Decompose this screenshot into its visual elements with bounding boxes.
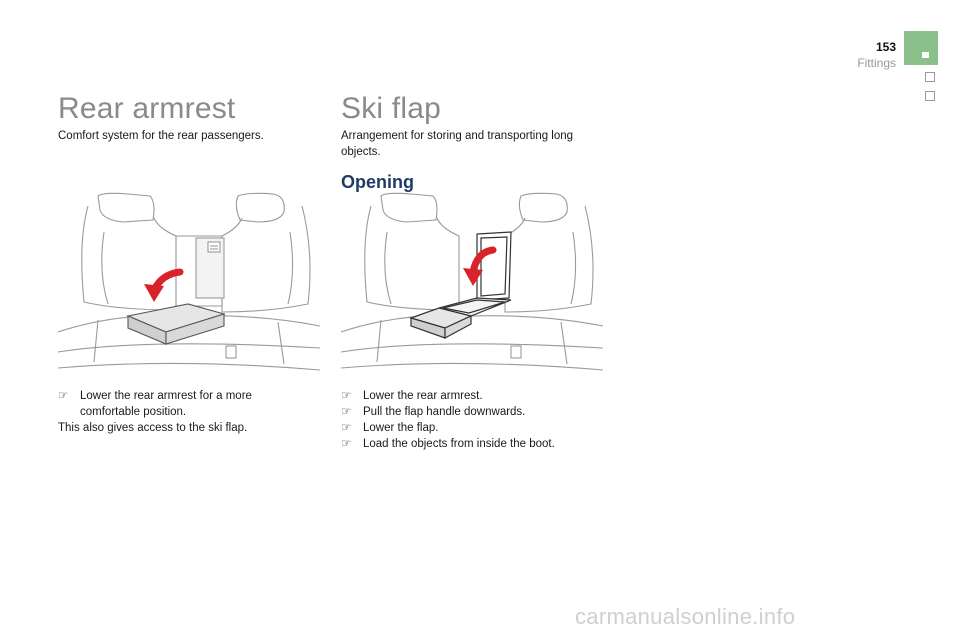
rear-armrest-section: Rear armrest Comfort system for the rear… (58, 90, 323, 144)
ski-flap-open-drawing (340, 192, 604, 371)
list-item: ☞ Pull the flap handle downwards. (341, 404, 611, 420)
ski-flap-illustration (340, 192, 604, 378)
step-text: Lower the flap. (363, 422, 439, 434)
list-item: ☞ Lower the rear armrest. (341, 388, 611, 404)
rear-armrest-illustration (57, 192, 321, 378)
ski-flap-access-note: This also gives access to the ski flap. (58, 422, 248, 434)
rear-armrest-intro: Comfort system for the rear passengers. (58, 130, 264, 142)
rear-seat-armrest-drawing (57, 192, 321, 371)
section-tab[interactable] (925, 72, 935, 82)
page-number: 153 (875, 40, 896, 54)
step-text: Lower the rear armrest. (363, 390, 483, 402)
pointing-hand-icon: ☞ (341, 422, 352, 434)
section-tab-active[interactable] (904, 31, 938, 65)
ski-flap-section: Ski flap Arrangement for storing and tra… (341, 90, 606, 193)
section-tab[interactable] (925, 91, 935, 101)
rear-armrest-title: Rear armrest (58, 92, 236, 125)
list-item: ☞ Lower the flap. (341, 420, 611, 436)
step-text: Lower the rear armrest for a more comfor… (80, 390, 252, 418)
rear-armrest-steps: ☞ Lower the rear armrest for a more comf… (58, 388, 308, 420)
pointing-hand-icon: ☞ (58, 390, 69, 402)
pointing-hand-icon: ☞ (341, 406, 352, 418)
tab-indicator-icon (922, 52, 929, 58)
opening-subtitle: Opening (341, 172, 414, 192)
watermark: carmanualsonline.info (575, 604, 796, 629)
ski-flap-title: Ski flap (341, 92, 441, 125)
ski-flap-intro: Arrangement for storing and transporting… (341, 130, 574, 158)
step-text: Load the objects from inside the boot. (363, 438, 555, 450)
section-label: Fittings (857, 56, 896, 70)
pointing-hand-icon: ☞ (341, 438, 352, 450)
ski-flap-steps: ☞ Lower the rear armrest. ☞ Pull the fla… (341, 388, 611, 452)
lower-flap-arrow (469, 246, 497, 276)
pointing-hand-icon: ☞ (341, 390, 352, 402)
list-item: ☞ Load the objects from inside the boot. (341, 436, 611, 452)
step-text: Pull the flap handle downwards. (363, 406, 526, 418)
list-item: ☞ Lower the rear armrest for a more comf… (58, 388, 308, 420)
